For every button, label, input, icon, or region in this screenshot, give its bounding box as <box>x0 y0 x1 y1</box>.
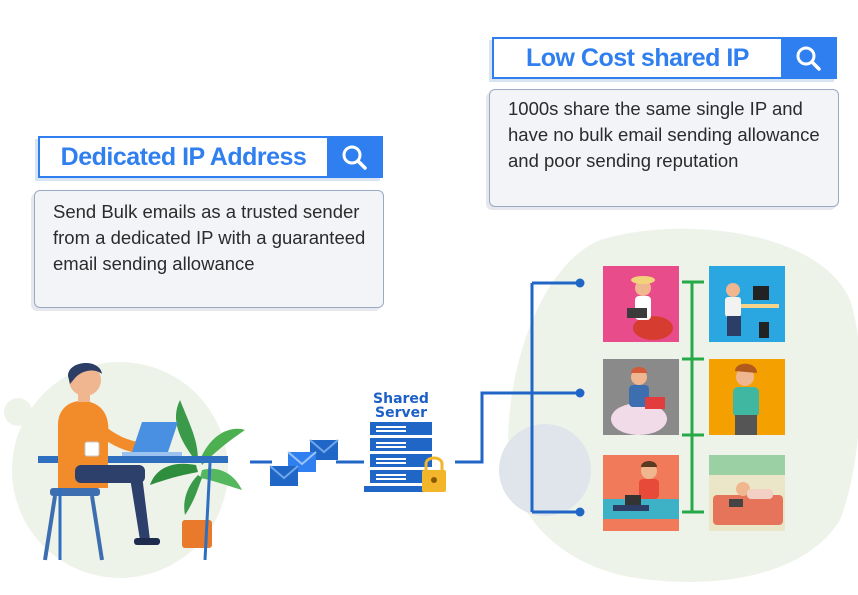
user-photo-2 <box>709 266 785 342</box>
user-photo-4 <box>709 359 785 435</box>
search-icon <box>342 145 367 170</box>
envelope-icon <box>309 439 339 460</box>
laptop-icon <box>122 422 182 456</box>
shared-server-label-line1: Shared <box>373 391 429 407</box>
node-bottom <box>575 507 585 517</box>
search-icon <box>796 46 821 71</box>
node-middle <box>575 388 585 398</box>
right-grey-circle <box>499 424 591 516</box>
user-photo-3 <box>603 359 679 435</box>
shared-ip-description-box: 1000s share the same single IP and have … <box>489 89 839 207</box>
dedicated-ip-title-bar: Dedicated IP Address <box>38 136 383 178</box>
shared-ip-description: 1000s share the same single IP and have … <box>508 98 820 171</box>
dedicated-ip-title: Dedicated IP Address <box>60 142 307 171</box>
envelope-icon <box>269 465 299 486</box>
person-at-laptop-illustration <box>38 362 245 561</box>
dedicated-search-button[interactable] <box>327 138 381 176</box>
shared-server-label: Shared Server <box>365 392 437 420</box>
server-icon <box>364 422 446 492</box>
shared-search-button[interactable] <box>781 39 835 77</box>
shared-ip-title-bar: Low Cost shared IP <box>492 37 837 79</box>
email-envelopes <box>269 439 339 486</box>
dedicated-ip-description: Send Bulk emails as a trusted sender fro… <box>53 201 366 274</box>
user-photo-1 <box>603 266 679 342</box>
dedicated-ip-description-box: Send Bulk emails as a trusted sender fro… <box>34 190 384 308</box>
shared-server-label-line2: Server <box>374 405 427 421</box>
shared-ip-title: Low Cost shared IP <box>526 43 749 72</box>
padlock-icon <box>422 456 446 492</box>
user-photo-6 <box>709 455 785 531</box>
left-small-blob <box>4 398 32 426</box>
node-top <box>575 278 585 288</box>
line-server-to-hub <box>455 391 532 464</box>
user-photo-5 <box>603 455 679 531</box>
